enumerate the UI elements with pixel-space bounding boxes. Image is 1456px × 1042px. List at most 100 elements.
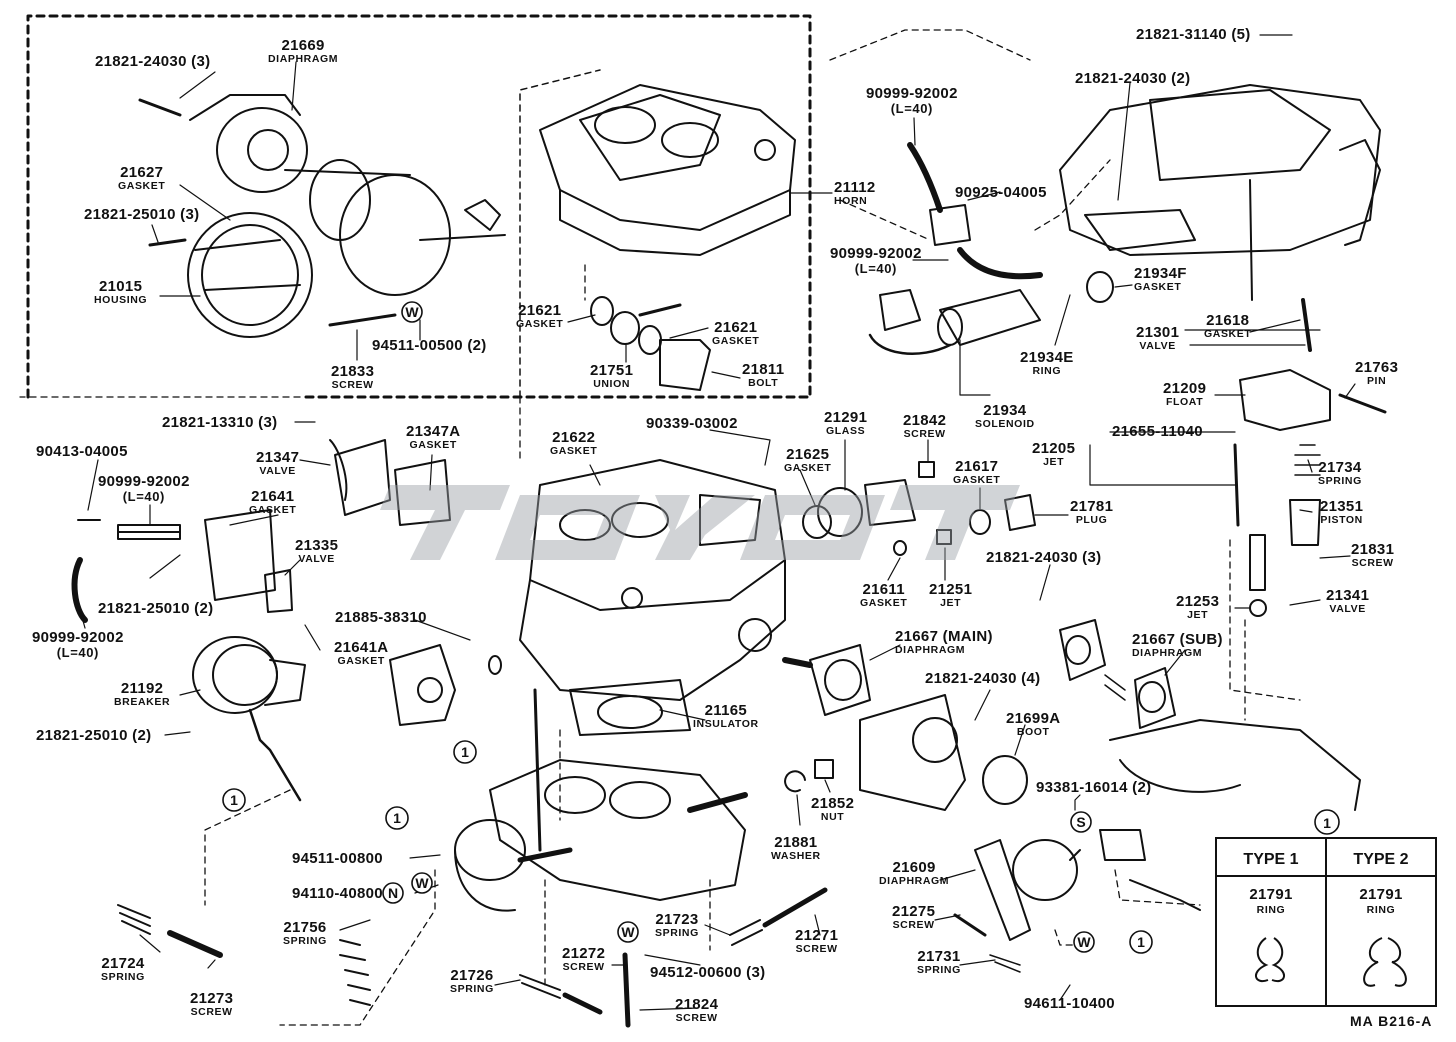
part-label: 21821-25010 (3) (84, 206, 200, 223)
svg-text:S: S (1076, 814, 1085, 830)
part-label: 21821-24030 (4) (925, 670, 1041, 687)
part-label: 21667 (SUB)DIAPHRAGM (1132, 631, 1223, 659)
part-label: 94511-00800 (292, 850, 383, 867)
part-label: 94110-40800 (292, 885, 383, 902)
breaker-drawing (192, 636, 306, 802)
type-table-frame (1215, 837, 1437, 1007)
assembly-boundary (26, 14, 812, 399)
svg-text:1: 1 (230, 792, 238, 808)
part-label: 21821-13310 (3) (162, 414, 278, 431)
part-label: 90925-04005 (955, 184, 1047, 201)
solenoid-drawing (868, 142, 1114, 355)
part-label: 90999-92002(L=40) (830, 245, 922, 276)
part-label: 21885-38310 (335, 609, 427, 626)
svg-text:1: 1 (393, 810, 401, 826)
part-label: 90339-03002 (646, 415, 738, 432)
part-label: 94511-00500 (2) (372, 337, 487, 354)
part-label: 90413-04005 (36, 443, 128, 460)
part-label: 21655-11040 (1112, 423, 1203, 440)
part-label: 93381-16014 (2) (1036, 779, 1152, 796)
spring-21756-drawing (339, 939, 371, 1006)
part-label: 21821-24030 (3) (986, 549, 1102, 566)
air-horn-drawing (539, 84, 796, 256)
part-label: 94512-00600 (3) (650, 964, 766, 981)
part-label: 21821-24030 (2) (1075, 70, 1191, 87)
part-label: 90999-92002(L=40) (866, 85, 958, 116)
svg-text:W: W (1077, 934, 1091, 950)
part-label: 21667 (MAIN)DIAPHRAGM (895, 628, 993, 656)
washer-marker-label: W (405, 304, 419, 320)
part-label: 21821-31140 (5) (1136, 26, 1251, 43)
part-label: 21821-24030 (3) (95, 53, 211, 70)
svg-text:1: 1 (461, 744, 469, 760)
svg-text:1: 1 (1137, 934, 1145, 950)
horn-leader (519, 69, 601, 398)
svg-text:1: 1 (1323, 815, 1331, 831)
throttle-body-drawing (454, 688, 748, 912)
part-label: 90999-92002(L=40) (98, 473, 190, 504)
diagram-id: MA B216-A (1350, 1013, 1433, 1029)
part-label: 94611-10400 (1024, 995, 1115, 1012)
type-1-header: TYPE 1 (1243, 851, 1299, 868)
lower-diaphragm-drawing (953, 839, 1081, 973)
screw-21273-drawing (167, 930, 223, 958)
svg-text:W: W (621, 924, 635, 940)
manifold-drawing (1109, 719, 1361, 811)
housing-assembly-drawing (138, 94, 506, 338)
type-2-header: TYPE 2 (1353, 851, 1409, 868)
main-diaphragm-drawing (782, 619, 1176, 811)
gasket-ring-drawing (590, 296, 614, 326)
part-label: 21821-25010 (2) (98, 600, 214, 617)
